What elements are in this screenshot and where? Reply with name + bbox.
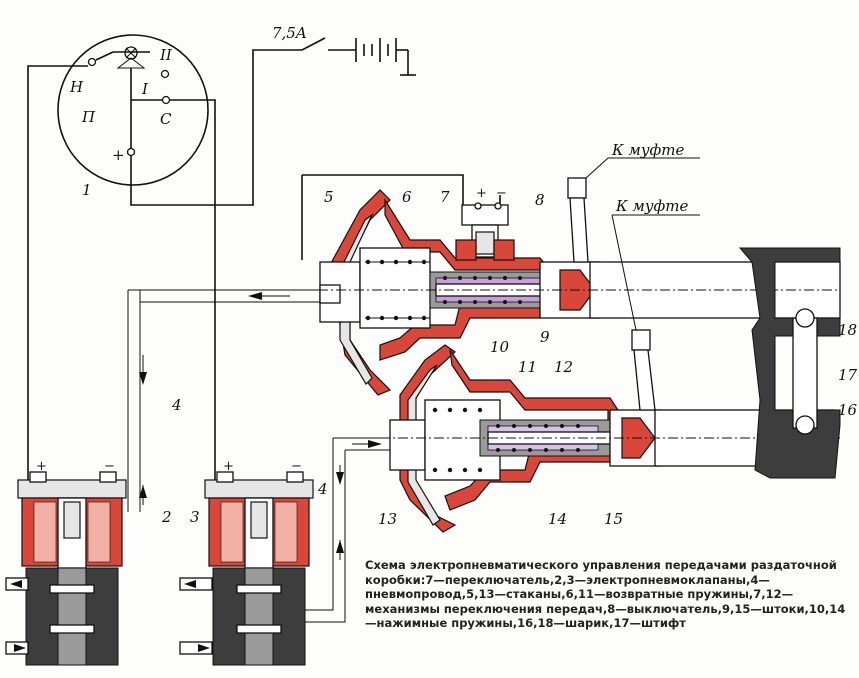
wire-to-switch8 <box>302 174 464 205</box>
valve3-plus: + <box>223 459 234 474</box>
label-8: 8 <box>535 191 545 209</box>
ball-18 <box>795 308 815 328</box>
shift-fork-lower <box>631 329 656 411</box>
label-2: 2 <box>161 508 172 526</box>
fuse-contact <box>301 37 326 51</box>
air-line-upper <box>127 289 330 512</box>
electro-valve-3 <box>179 471 314 666</box>
label-7: 7 <box>440 188 450 206</box>
label-4-right: 4 <box>317 480 328 498</box>
electro-valve-2 <box>5 471 127 666</box>
label-14: 14 <box>548 510 567 528</box>
label-k-mufte-1: К муфте <box>611 141 684 159</box>
wire-switch-valve3 <box>169 99 216 480</box>
switch8-plus: + <box>476 186 487 201</box>
label-18: 18 <box>838 321 857 339</box>
switch-plus: + <box>112 146 125 164</box>
switch-pos-ii: II <box>159 46 173 64</box>
upper-shift-mechanism <box>300 189 841 396</box>
label-5: 5 <box>324 188 334 206</box>
label-1: 1 <box>82 181 92 199</box>
switch-pos-p: П <box>81 108 96 126</box>
ball-16 <box>795 415 815 435</box>
label-11: 11 <box>518 358 537 376</box>
valve2-plus: + <box>36 459 47 474</box>
label-13: 13 <box>378 510 397 528</box>
label-17: 17 <box>838 366 858 384</box>
valve2-minus: − <box>104 459 115 474</box>
switch-pos-i: I <box>141 80 149 98</box>
lower-shift-mechanism <box>380 344 840 533</box>
wire-switch-valve2 <box>27 65 88 480</box>
switch8-minus: − <box>496 186 507 201</box>
label-3: 3 <box>190 508 200 526</box>
valve3-minus: − <box>291 459 302 474</box>
label-6: 6 <box>402 188 412 206</box>
label-12: 12 <box>554 358 573 376</box>
wire-switch-fuse <box>130 49 302 206</box>
switch-8 <box>461 204 509 226</box>
label-15: 15 <box>604 510 623 528</box>
switch-body <box>57 34 209 186</box>
label-9: 9 <box>540 328 550 346</box>
figure-caption: Схема электропневматического управления … <box>365 558 846 631</box>
label-k-mufte-2: К муфте <box>615 197 688 215</box>
switch-pos-s: С <box>160 110 172 128</box>
air-line-lower <box>300 437 400 623</box>
fuse-label: 7,5A <box>272 24 307 42</box>
label-16: 16 <box>838 401 858 419</box>
selector-switch <box>57 34 209 186</box>
housing-7 <box>379 197 551 361</box>
gearbox-housing <box>738 247 841 479</box>
label-10: 10 <box>490 338 510 356</box>
shift-fork-upper <box>567 177 589 263</box>
label-4-left: 4 <box>171 396 182 414</box>
switch-pos-n: Н <box>69 78 84 96</box>
pin-17 <box>792 317 818 429</box>
